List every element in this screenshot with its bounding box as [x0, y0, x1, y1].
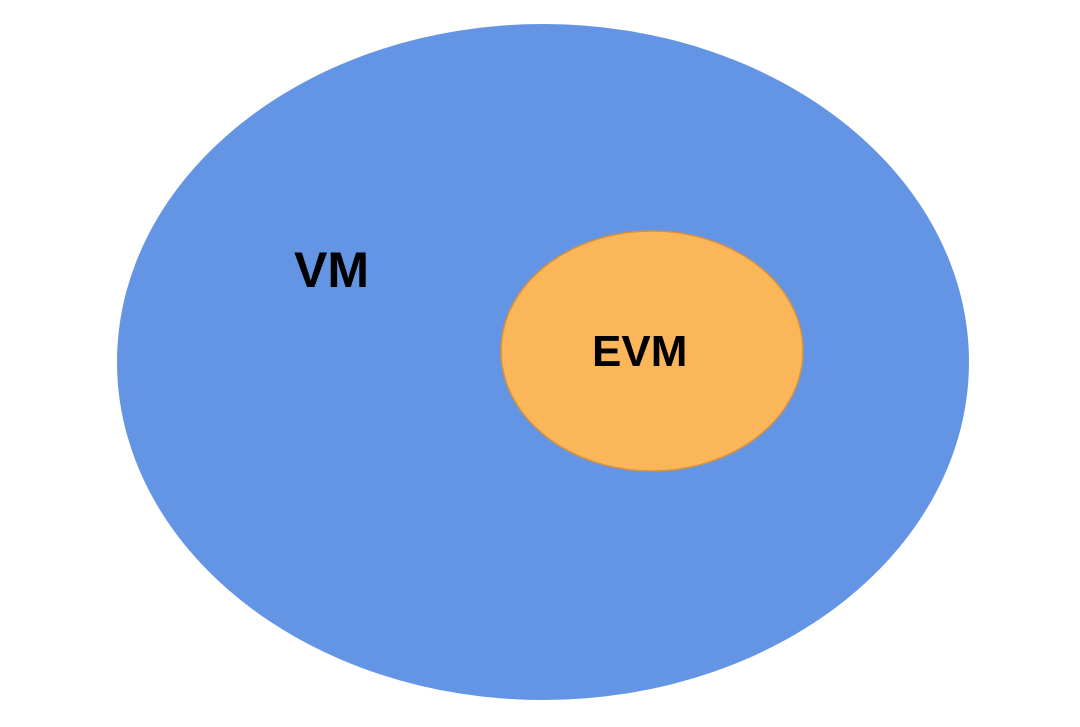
- evm-set-ellipse: [500, 230, 804, 472]
- evm-label: EVM: [592, 327, 688, 376]
- vm-label: VM: [294, 242, 369, 298]
